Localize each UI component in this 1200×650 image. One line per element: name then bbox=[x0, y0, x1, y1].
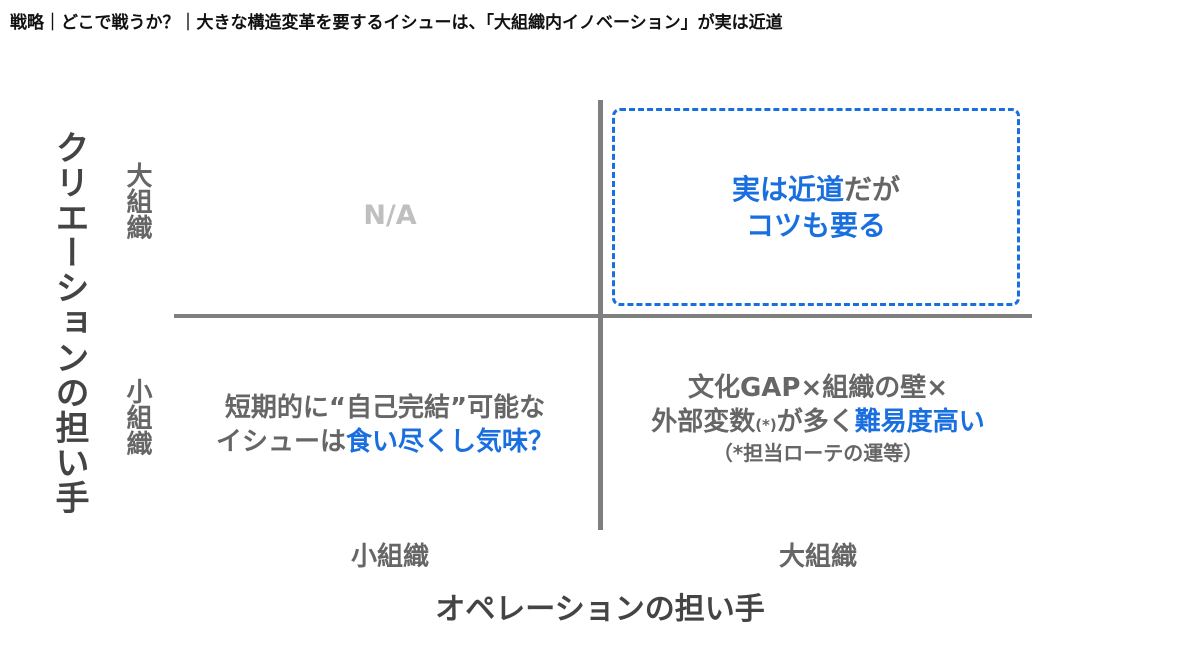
highlight-dashed-box bbox=[612, 108, 1020, 306]
quadrant-bottom-left-line2: イシューは食い尽くし気味？ bbox=[180, 426, 590, 460]
y-tick-large-org: 大組織 bbox=[122, 162, 152, 240]
x-tick-small-org: 小組織 bbox=[350, 542, 429, 572]
quadrant-top-left: N/A bbox=[300, 198, 480, 233]
quadrant-top-right: 実は近道だが コツも要る bbox=[612, 172, 1020, 245]
y-tick-small-org: 小組織 bbox=[122, 378, 152, 456]
quadrant-top-right-highlight: 実は近道 bbox=[731, 173, 844, 206]
quadrant-top-left-text: N/A bbox=[363, 200, 417, 231]
quadrant-bottom-right-mid: が多く bbox=[776, 406, 855, 437]
quadrant-bottom-left-highlight: 食い尽くし気味？ bbox=[346, 426, 555, 457]
quadrant-top-right-rest: だが bbox=[844, 173, 901, 206]
quadrant-bottom-right-line1: 文化GAP×組織の壁× bbox=[687, 373, 949, 403]
quadrant-bottom-right-note-mark: (*) bbox=[755, 415, 777, 434]
page-title: 戦略｜どこで戦うか？｜大きな構造変革を要するイシューは、「大組織内イノベーション… bbox=[10, 13, 783, 33]
quadrant-bottom-left: 短期的に“自己完結”可能な イシューは食い尽くし気味？ bbox=[180, 392, 590, 460]
quadrant-bottom-right-note: （*担当ローテの運等） bbox=[712, 440, 924, 465]
quadrant-bottom-left-line1: 短期的に“自己完結”可能な bbox=[224, 393, 546, 423]
x-tick-large-org: 大組織 bbox=[778, 542, 857, 572]
x-axis-label: オペレーションの担い手 bbox=[435, 592, 765, 627]
y-axis-label: クリエーションの担い手 bbox=[49, 130, 89, 515]
quadrant-bottom-right-highlight: 難易度高い bbox=[854, 406, 985, 437]
quadrant-bottom-right: 文化GAP×組織の壁× 外部変数(*)が多く難易度高い （*担当ローテの運等） bbox=[608, 372, 1028, 466]
quadrant-bottom-right-prefix: 外部変数 bbox=[651, 406, 756, 437]
quadrant-bottom-left-prefix: イシューは bbox=[215, 426, 346, 457]
quadrant-top-right-line2: コツも要る bbox=[745, 209, 886, 243]
horizontal-axis-line bbox=[174, 314, 1032, 318]
quadrant-bottom-right-line2: 外部変数(*)が多く難易度高い bbox=[608, 406, 1028, 440]
quadrant-top-right-line1: 実は近道だが bbox=[612, 172, 1020, 208]
